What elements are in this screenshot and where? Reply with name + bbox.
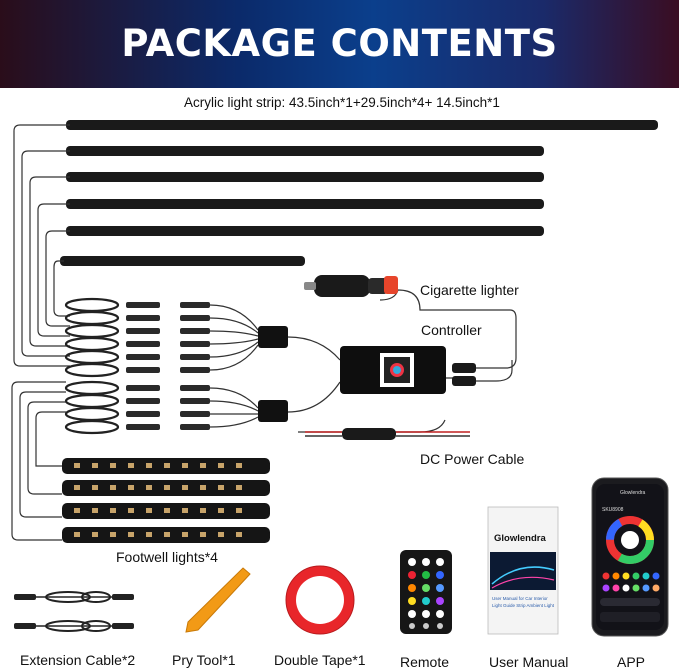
acrylic-strip-2 [66, 146, 544, 156]
remote-control [400, 550, 452, 634]
phone-device-name: SKU8908 [602, 507, 624, 513]
dc-power-cable [305, 428, 470, 440]
acrylic-strip-3 [66, 172, 544, 182]
label-footwell-lights: Footwell lights*4 [116, 549, 218, 565]
header-banner: PACKAGE CONTENTS [0, 0, 679, 88]
splitter-block-bottom [258, 400, 288, 422]
connectors-left [126, 302, 160, 430]
page-title: PACKAGE CONTENTS [121, 22, 558, 65]
label-remote: Remote [400, 654, 450, 670]
splitter-block-top [258, 326, 288, 348]
label-double-tape: Double Tape*1 [274, 652, 366, 668]
dc-plugs [452, 360, 513, 386]
label-pry-tool: Pry Tool*1 [172, 652, 236, 668]
footwell-lights [62, 458, 270, 543]
label-user-manual: User Manual [489, 654, 569, 670]
footwell-wires [11, 381, 66, 541]
user-manual [487, 506, 559, 635]
label-controller: Controller [421, 322, 482, 338]
phone-app [591, 477, 669, 637]
extension-cables [14, 591, 134, 632]
connectors-right [180, 302, 210, 430]
manual-brand: Glowlendra [494, 533, 546, 544]
acrylic-strip-1 [66, 120, 658, 130]
label-app: APP [617, 654, 646, 670]
label-acrylic-strip: Acrylic light strip: 43.5inch*1+29.5inch… [184, 95, 500, 110]
manual-subtitle-1: User Manual for Car Interior [492, 596, 548, 601]
cigarette-lighter-plug [304, 275, 398, 297]
acrylic-strip-5 [66, 226, 544, 236]
coiled-cables [64, 297, 120, 435]
acrylic-strip-6 [60, 256, 305, 266]
pry-tool [185, 567, 251, 633]
acrylic-strips [60, 120, 658, 266]
double-tape-roll [285, 565, 355, 635]
label-cigarette-lighter: Cigarette lighter [420, 282, 519, 298]
phone-app-name: Glowlendra [620, 490, 646, 496]
controller-box [340, 346, 446, 394]
manual-subtitle-2: Light Guide Strip Ambient Light [492, 603, 555, 608]
footwell-leds [74, 463, 242, 537]
label-dc-power-cable: DC Power Cable [420, 451, 525, 467]
label-extension-cable: Extension Cable*2 [20, 652, 136, 668]
acrylic-strip-4 [66, 199, 544, 209]
strip-wires [13, 124, 70, 367]
